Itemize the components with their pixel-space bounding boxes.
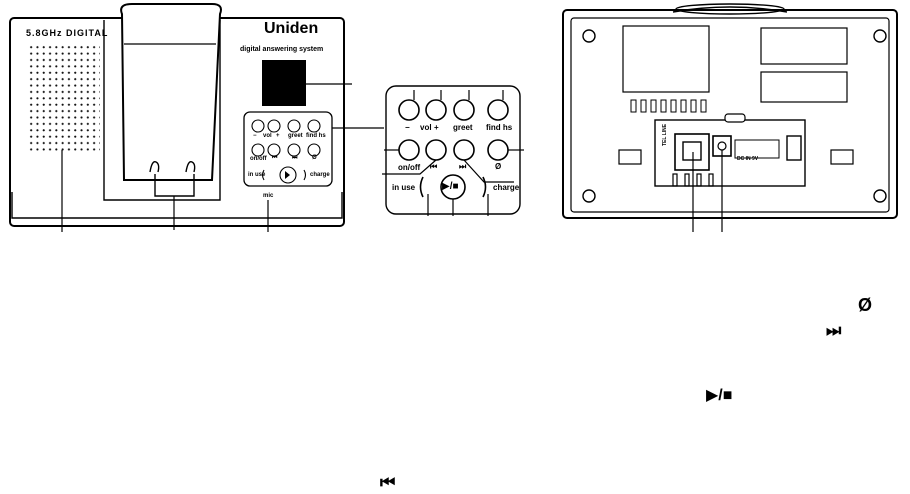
small-greet: greet: [288, 133, 303, 139]
device-subtitle: digital answering system: [240, 46, 324, 53]
small-in-use: in use: [248, 172, 266, 178]
zoom-skip-back-label: ⏮: [430, 162, 438, 171]
zoom-vol-label: vol: [420, 123, 432, 132]
zoom-play-stop-label: ▶/■: [442, 181, 459, 192]
small-plus: +: [276, 133, 280, 139]
base-back-outline: [562, 3, 898, 232]
zoom-minus-label: −: [405, 123, 410, 132]
keypad-zoom-panel: [382, 85, 524, 216]
zoom-find-hs-label: find hs: [486, 123, 513, 132]
dc-in-label: DC IN 9V: [737, 156, 759, 162]
brand-tag: 5.8GHz DIGITAL: [26, 28, 109, 38]
small-delete: Ø: [312, 155, 317, 161]
small-minus: −: [253, 133, 257, 139]
small-on-off: on/off: [250, 156, 267, 162]
zoom-delete-label: Ø: [495, 162, 502, 171]
zoom-skip-forward-label: ⏭: [459, 162, 467, 171]
tel-line-label: TEL LINE: [662, 123, 668, 146]
mic-label: mic: [263, 193, 274, 199]
zoom-on-off-label: on/off: [398, 163, 421, 172]
small-keypad: [251, 119, 321, 184]
skip-back-symbol: ⏮: [380, 473, 396, 492]
skip-forward-symbol: ⏭: [826, 321, 842, 340]
small-skip-forward: ⏭: [292, 155, 298, 161]
uniden-logo: Uniden: [264, 20, 319, 37]
small-charge: charge: [310, 172, 330, 178]
speaker-grille: [28, 44, 100, 154]
zoom-plus-label: +: [434, 123, 439, 132]
small-skip-back: ⏮: [272, 155, 278, 161]
zoom-in-use-label: in use: [392, 183, 416, 192]
delete-symbol: Ø: [858, 295, 873, 315]
zoom-charge-label: charge: [493, 183, 520, 192]
zoom-greet-label: greet: [453, 123, 473, 132]
small-find-hs: find hs: [306, 133, 326, 139]
play-stop-symbol: ▶/■: [706, 387, 733, 404]
small-vol: vol: [263, 133, 272, 139]
